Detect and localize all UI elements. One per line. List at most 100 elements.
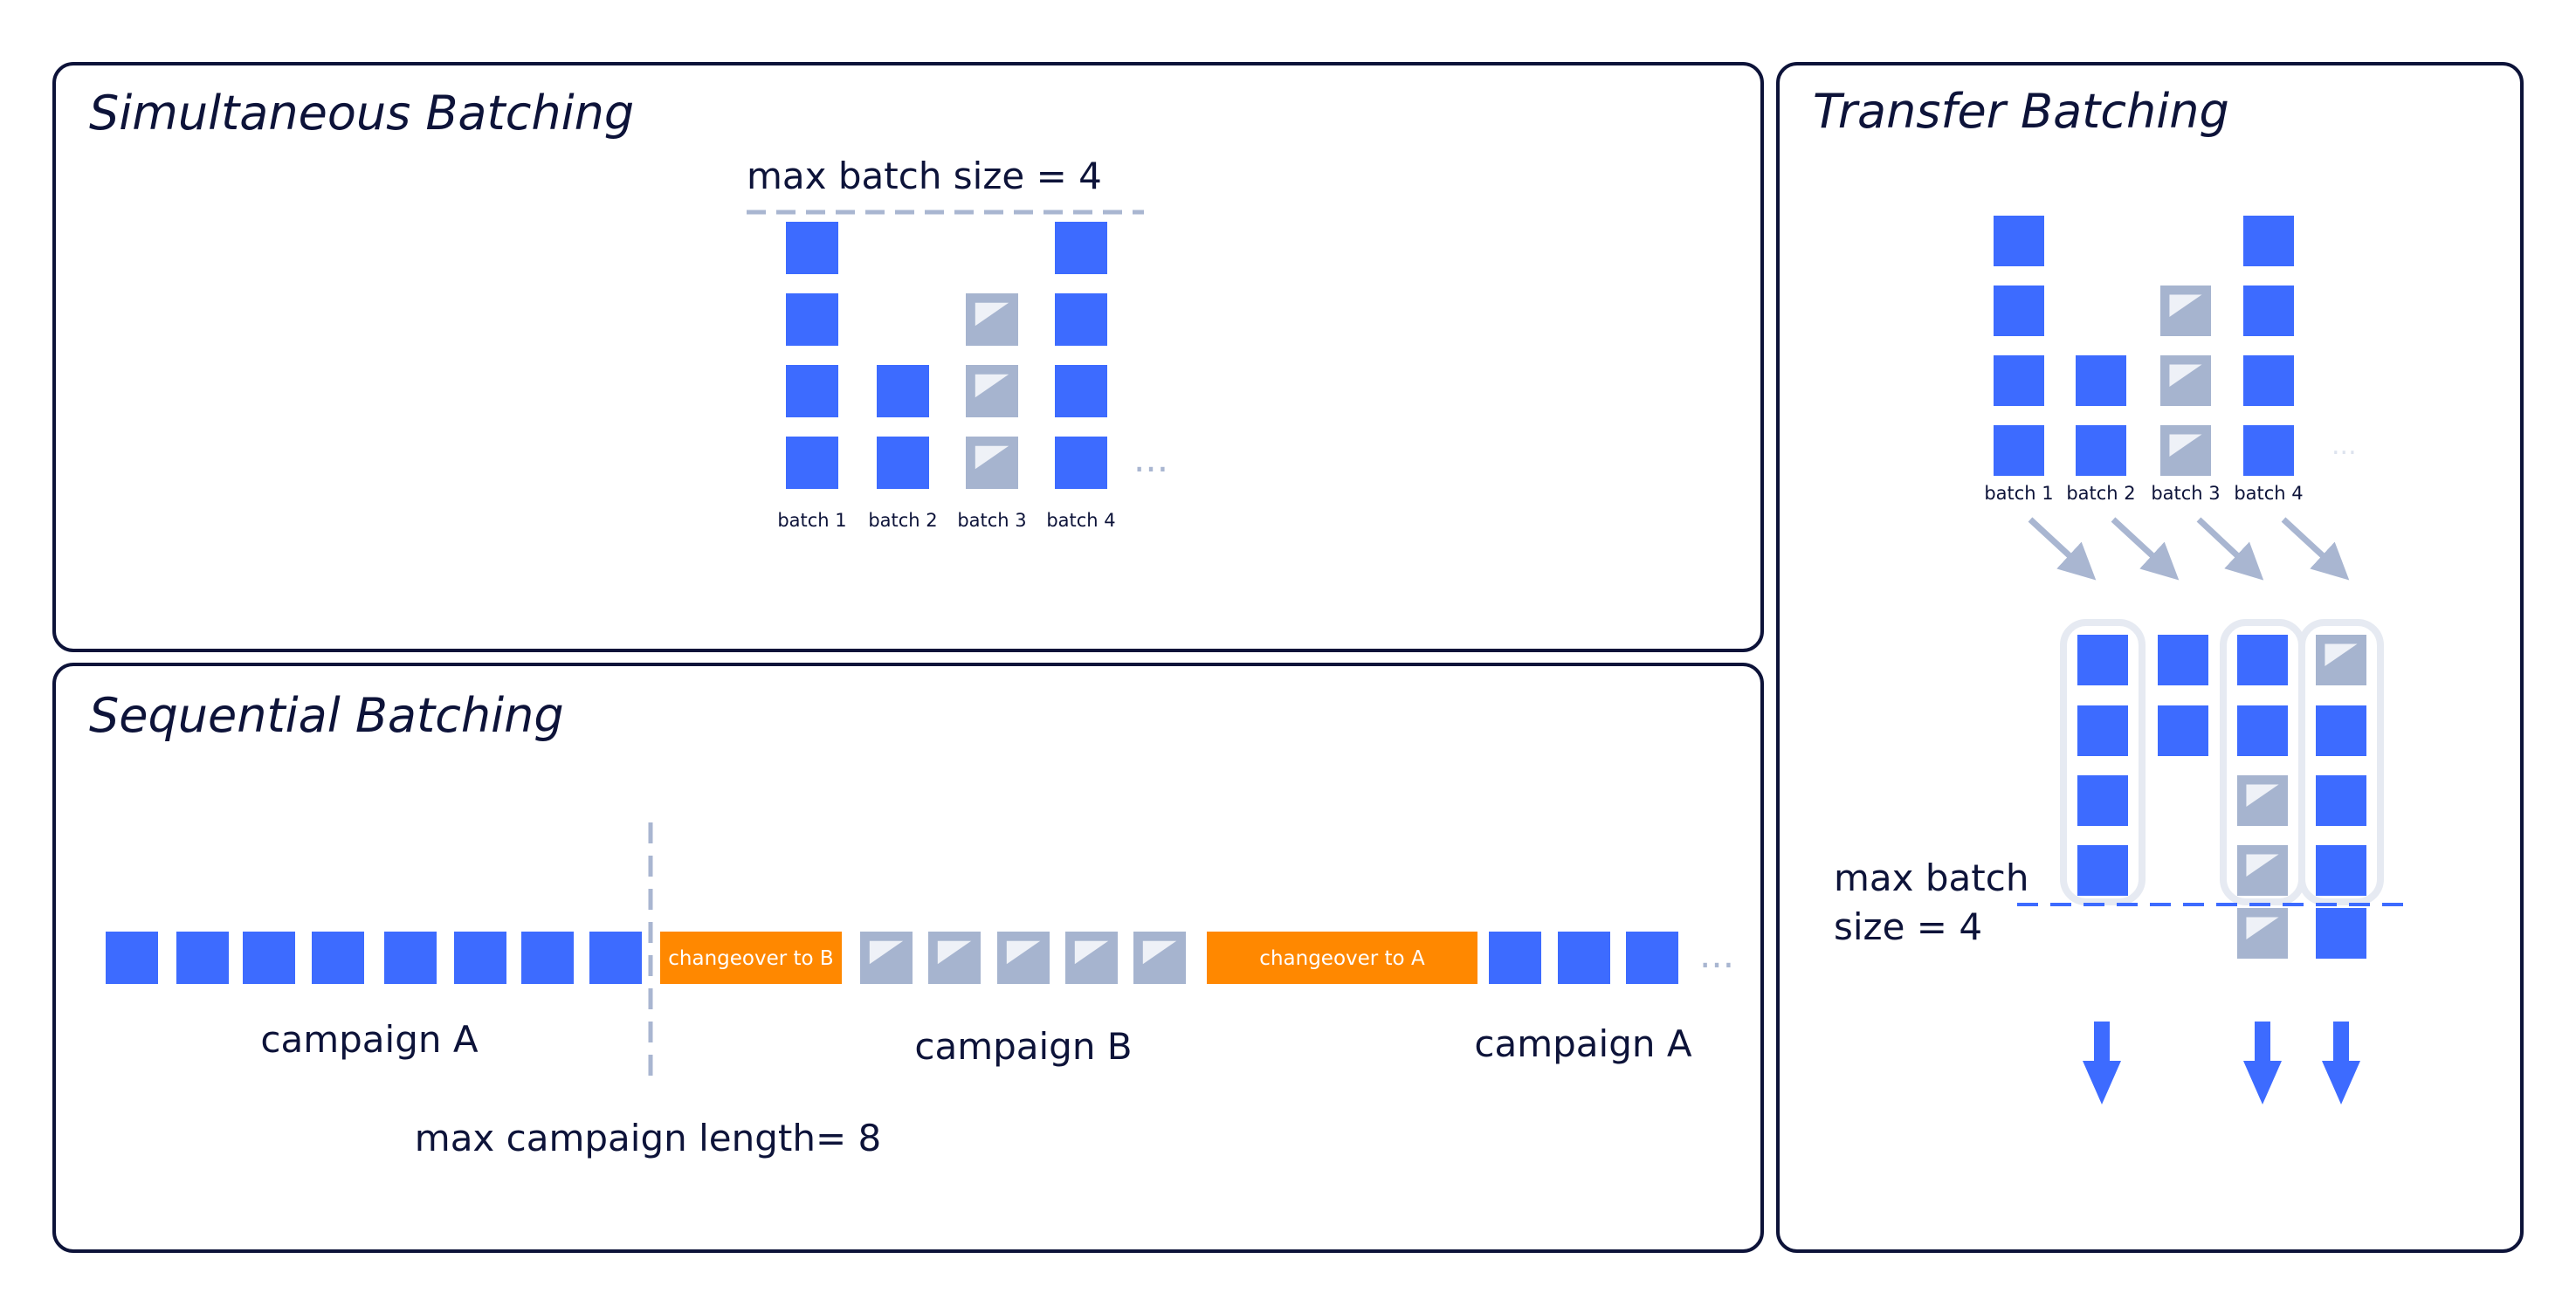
campaign-a2-unit bbox=[1626, 932, 1678, 984]
transfer-output-unit bbox=[2237, 705, 2288, 756]
campaign-a-unit bbox=[176, 932, 229, 984]
transfer-output-unit bbox=[2316, 635, 2366, 685]
tr-batch-label-1: batch 1 bbox=[1984, 483, 2053, 504]
changeover-to-b-block bbox=[660, 932, 842, 984]
transfer-unit-square bbox=[2160, 286, 2211, 336]
transfer-output-units bbox=[2077, 635, 2366, 959]
sim-ellipsis: ... bbox=[1133, 437, 1168, 480]
sim-batch-label-2: batch 2 bbox=[868, 510, 937, 531]
sim-unit-square bbox=[966, 293, 1018, 346]
sim-unit-square bbox=[786, 365, 838, 417]
sim-unit-square bbox=[877, 365, 929, 417]
campaign-b-unit bbox=[860, 932, 913, 984]
transfer-output-unit bbox=[2237, 845, 2288, 896]
arrow-down-right-icon bbox=[2196, 517, 2264, 581]
transfer-output-unit bbox=[2077, 705, 2128, 756]
campaign-a2-label: campaign A bbox=[1474, 1022, 1691, 1065]
transfer-unit-square bbox=[1994, 425, 2044, 476]
transfer-group-outline-1 bbox=[2060, 619, 2146, 905]
seq-ellipsis: ... bbox=[1699, 933, 1734, 976]
campaign-a-unit bbox=[384, 932, 437, 984]
tr-ellipsis: ... bbox=[2331, 430, 2357, 461]
campaign-a-unit bbox=[521, 932, 574, 984]
transfer-output-unit bbox=[2237, 908, 2288, 959]
changeover-to-b-label: changeover to B bbox=[668, 947, 833, 970]
tr-batch-label-4: batch 4 bbox=[2234, 483, 2303, 504]
sim-unit-square bbox=[786, 437, 838, 489]
transfer-unit-square bbox=[2243, 286, 2294, 336]
transfer-output-unit bbox=[2077, 845, 2128, 896]
transfer-group-outline-4 bbox=[2298, 619, 2384, 905]
transfer-unit-square bbox=[1994, 216, 2044, 266]
transfer-unit-square bbox=[2160, 355, 2211, 406]
changeover-to-a-block bbox=[1207, 932, 1477, 984]
transfer-output-unit bbox=[2316, 908, 2366, 959]
transfer-unit-square bbox=[1994, 355, 2044, 406]
sim-batch-label-4: batch 4 bbox=[1046, 510, 1115, 531]
campaign-b-unit bbox=[1065, 932, 1118, 984]
transfer-output-unit bbox=[2158, 635, 2208, 685]
max-campaign-length-label: max campaign length= 8 bbox=[415, 1117, 881, 1159]
sim-unit-square bbox=[1055, 365, 1107, 417]
tr-max-batch-label-1: max batch bbox=[1834, 857, 2028, 899]
arrow-down-icon bbox=[2083, 1022, 2121, 1104]
transfer-unit-square bbox=[2160, 425, 2211, 476]
tr-batch-label-2: batch 2 bbox=[2066, 483, 2135, 504]
transfer-title: Transfer Batching bbox=[1813, 84, 2229, 139]
transfer-output-unit bbox=[2316, 845, 2366, 896]
simultaneous-panel bbox=[52, 62, 1764, 652]
transfer-unit-square bbox=[2076, 425, 2126, 476]
transfer-output-unit bbox=[2237, 775, 2288, 826]
campaign-a-unit bbox=[589, 932, 642, 984]
arrow-down-icon bbox=[2322, 1022, 2360, 1104]
transfer-unit-square bbox=[1994, 286, 2044, 336]
sim-max-batch-label: max batch size = 4 bbox=[747, 155, 1102, 197]
campaign-a2-unit bbox=[1558, 932, 1610, 984]
sim-unit-square bbox=[786, 293, 838, 346]
sim-unit-square bbox=[966, 437, 1018, 489]
transfer-output-unit bbox=[2077, 635, 2128, 685]
sim-unit-square bbox=[877, 437, 929, 489]
campaign-b-unit bbox=[997, 932, 1050, 984]
sim-batch-units bbox=[786, 222, 1107, 489]
sim-batch-label-1: batch 1 bbox=[777, 510, 846, 531]
tr-batch-label-3: batch 3 bbox=[2151, 483, 2220, 504]
sim-unit-square bbox=[1055, 293, 1107, 346]
transfer-unit-square bbox=[2076, 355, 2126, 406]
transfer-unit-square bbox=[2243, 216, 2294, 266]
campaign-a-unit bbox=[243, 932, 295, 984]
transfer-unit-square bbox=[2243, 425, 2294, 476]
changeover-to-a-label: changeover to A bbox=[1259, 947, 1425, 970]
sim-unit-square bbox=[786, 222, 838, 274]
transfer-output-unit bbox=[2158, 705, 2208, 756]
sim-batch-label-3: batch 3 bbox=[957, 510, 1026, 531]
transfer-panel bbox=[1776, 62, 2524, 1253]
transfer-batch-units bbox=[1994, 216, 2294, 476]
campaign-a-unit bbox=[106, 932, 158, 984]
campaign-a2-unit bbox=[1489, 932, 1541, 984]
campaign-a-unit bbox=[312, 932, 364, 984]
arrow-down-right-icon bbox=[2028, 517, 2097, 581]
arrow-down-icon bbox=[2243, 1022, 2282, 1104]
campaign-b-unit bbox=[928, 932, 981, 984]
seq-units bbox=[106, 932, 1678, 984]
arrow-down-right-icon bbox=[2281, 517, 2350, 581]
sim-unit-square bbox=[1055, 437, 1107, 489]
transfer-output-unit bbox=[2316, 775, 2366, 826]
arrow-down-right-icon bbox=[2111, 517, 2180, 581]
transfer-output-unit bbox=[2316, 705, 2366, 756]
sequential-title: Sequential Batching bbox=[89, 688, 564, 743]
transfer-output-unit bbox=[2077, 775, 2128, 826]
sim-unit-square bbox=[966, 365, 1018, 417]
campaign-a-label: campaign A bbox=[260, 1018, 478, 1061]
campaign-b-unit bbox=[1133, 932, 1186, 984]
sequential-panel bbox=[52, 663, 1764, 1253]
campaign-b-label: campaign B bbox=[914, 1025, 1132, 1068]
sim-unit-square bbox=[1055, 222, 1107, 274]
simultaneous-title: Simultaneous Batching bbox=[89, 86, 634, 141]
tr-max-batch-label-2: size = 4 bbox=[1834, 905, 1982, 948]
transfer-output-unit bbox=[2237, 635, 2288, 685]
campaign-a-unit bbox=[454, 932, 506, 984]
transfer-unit-square bbox=[2243, 355, 2294, 406]
